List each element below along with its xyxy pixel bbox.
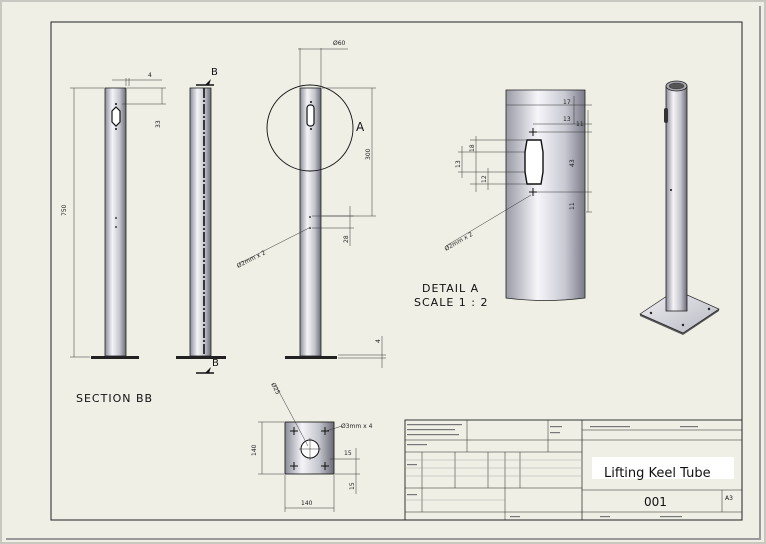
detail-dim-18: 18 (469, 144, 476, 152)
plate-hole-tr (321, 427, 329, 435)
side-dia-label: Ø60 (333, 40, 346, 47)
tb-fine-print-12 (600, 516, 610, 518)
cut-label-top: B (211, 67, 218, 78)
tb-fine-print-2 (407, 429, 455, 431)
detail-slot (524, 139, 544, 185)
iso-plate-hole-1 (649, 311, 653, 315)
plate-hole-leader (275, 385, 309, 447)
iso-plate-side (640, 309, 719, 335)
detail-marker: A (356, 120, 365, 134)
front-base (91, 356, 139, 359)
iso-tube-bore (668, 82, 685, 90)
iso-hole (670, 189, 672, 191)
side-base (285, 356, 337, 359)
tb-fine-print-10 (407, 494, 417, 496)
side-slot-mark-bottom (310, 128, 312, 130)
plate-15a-label: 15 (344, 450, 352, 457)
plate-width-label: 140 (301, 500, 313, 507)
front-slot (111, 106, 121, 127)
front-slot-drop-label: 33 (155, 120, 162, 128)
side-hole-b (309, 227, 311, 229)
side-hole-drop-label: 28 (343, 235, 350, 243)
detail-cross-bottom (529, 188, 537, 196)
detail-dim-11a: 11 (576, 121, 584, 128)
title-block: Lifting Keel Tube 001 A3 (404, 419, 743, 521)
base-plate-view: Ø25 Ø3mm x 4 140 140 15 15 (251, 382, 373, 512)
detail-circle (266, 84, 354, 172)
plate-holes-leader (325, 425, 343, 432)
front-slot-mark-top (115, 103, 117, 105)
tb-fine-print-1 (407, 424, 462, 426)
front-slot-mark-bottom (115, 128, 117, 130)
detail-cross-top (529, 128, 537, 136)
side-slot (306, 104, 315, 127)
iso-tube (665, 85, 688, 312)
hole-leader (239, 227, 310, 264)
drawing-number: 001 (644, 495, 667, 509)
detail-dim-13b: 13 (455, 160, 462, 168)
detail-dim-13a: 13 (563, 116, 571, 123)
tb-fine-print-5 (550, 426, 562, 428)
tb-fine-print-8 (680, 426, 698, 428)
detail-title: DETAIL A (422, 282, 479, 295)
side-hole-a (309, 216, 311, 218)
plate-15b-label: 15 (349, 482, 356, 490)
front-hole-a (115, 217, 117, 219)
section-label: SECTION BB (76, 392, 153, 405)
tb-fine-print-13 (660, 516, 682, 518)
iso-plate-hole-4 (681, 323, 685, 327)
iso-plate-hole-3 (707, 307, 711, 311)
section-base (176, 356, 226, 359)
plate-hole-br (321, 462, 329, 470)
detail-dim-43: 43 (569, 159, 576, 167)
side-slot-mark-top (310, 101, 312, 103)
section-view: B B SECTION BB (76, 67, 226, 405)
tb-fine-print-11 (510, 516, 520, 518)
side-span-label: 300 (365, 148, 372, 160)
sheet-size: A3 (725, 495, 733, 502)
detail-scale: SCALE 1 : 2 (414, 296, 488, 309)
front-length-label: 750 (61, 204, 68, 216)
isometric-view (639, 80, 720, 335)
detail-dim-11b: 11 (569, 202, 576, 210)
front-view: 750 4 33 (61, 72, 166, 359)
tb-fine-print-3 (407, 434, 459, 436)
cut-label-bottom: B (212, 358, 219, 369)
sheet-border (50, 21, 743, 521)
title-box (592, 457, 734, 479)
plate-holes-label: Ø3mm x 4 (341, 423, 373, 430)
cut-arrow-bottom (205, 367, 211, 373)
title-block-frame (404, 419, 743, 521)
cut-arrow-top (205, 79, 211, 85)
front-hole-b (115, 226, 117, 228)
tb-fine-print-4 (407, 444, 427, 446)
section-tube (189, 87, 212, 357)
detail-dim-12: 12 (481, 175, 488, 183)
side-view: A Ø60 300 28 Ø2mm x 2 4 (236, 40, 386, 368)
detail-tube (505, 89, 586, 301)
tb-fine-print-7 (590, 426, 630, 428)
detail-dim-17: 17 (563, 99, 571, 106)
drawing-title: Lifting Keel Tube (604, 466, 711, 481)
detail-hole-leader (445, 194, 532, 247)
plate-hole-bl (290, 462, 298, 470)
base-thickness-label: 4 (375, 339, 382, 343)
iso-slot (664, 108, 668, 123)
plate-hole-tl (290, 427, 298, 435)
plate-height-label: 140 (251, 444, 258, 456)
tb-fine-print-9 (407, 464, 417, 466)
iso-plate (639, 289, 720, 334)
front-top-offset-label: 4 (148, 72, 152, 79)
tb-fine-print-6 (550, 432, 560, 434)
